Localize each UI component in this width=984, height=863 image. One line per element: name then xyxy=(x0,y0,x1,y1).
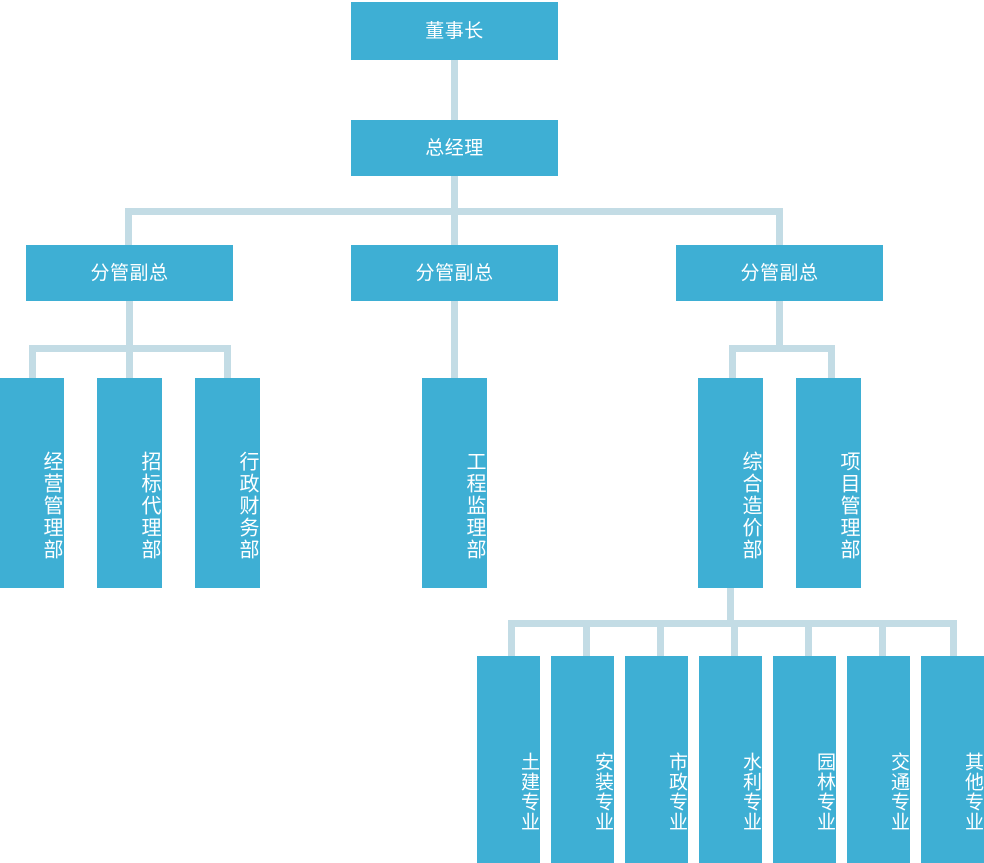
node-specialty-civil-construction-label: 土建专业 xyxy=(518,751,540,832)
node-vp-3[interactable]: 分管副总 xyxy=(676,245,883,301)
node-specialty-landscape[interactable]: 园林专业 xyxy=(773,656,836,863)
connector-drop-spec-5 xyxy=(805,620,812,656)
connector-drop-dept-6 xyxy=(828,345,835,378)
node-vp-1[interactable]: 分管副总 xyxy=(26,245,233,301)
node-general-manager-label: 总经理 xyxy=(425,136,484,159)
connector-drop-spec-2 xyxy=(583,620,590,656)
connector-drop-spec-4 xyxy=(731,620,738,656)
node-vp-2[interactable]: 分管副总 xyxy=(351,245,558,301)
node-dept-admin-finance[interactable]: 行政财务部 xyxy=(195,378,260,588)
node-specialty-installation[interactable]: 安装专业 xyxy=(551,656,614,863)
node-dept-comprehensive-cost[interactable]: 综合造价部 xyxy=(698,378,763,588)
node-specialty-municipal-label: 市政专业 xyxy=(666,751,688,832)
node-specialty-other[interactable]: 其他专业 xyxy=(921,656,984,863)
connector-drop-spec-3 xyxy=(657,620,664,656)
node-chairman-label: 董事长 xyxy=(425,19,484,42)
node-dept-comprehensive-cost-label: 综合造价部 xyxy=(739,451,763,561)
node-dept-operations-management-label: 经营管理部 xyxy=(40,451,64,561)
node-specialty-other-label: 其他专业 xyxy=(962,751,984,832)
connector-drop-vp-3 xyxy=(776,208,783,245)
node-dept-project-management-label: 项目管理部 xyxy=(837,451,861,561)
connector-drop-vp-2 xyxy=(451,208,458,245)
node-specialty-installation-label: 安装专业 xyxy=(592,751,614,832)
connector-drop-vp-1 xyxy=(125,208,132,245)
connector-gm-drop xyxy=(451,176,458,212)
node-dept-engineering-supervision-label: 工程监理部 xyxy=(463,451,487,561)
connector-drop-dept-1 xyxy=(29,345,36,378)
node-specialty-municipal[interactable]: 市政专业 xyxy=(625,656,688,863)
node-dept-project-management[interactable]: 项目管理部 xyxy=(796,378,861,588)
connector-drop-spec-6 xyxy=(879,620,886,656)
connector-chairman-to-gm xyxy=(451,60,458,120)
node-specialty-landscape-label: 园林专业 xyxy=(814,751,836,832)
connector-bus-vp-3-children xyxy=(729,345,835,352)
node-general-manager[interactable]: 总经理 xyxy=(351,120,558,176)
node-specialty-transportation-label: 交通专业 xyxy=(888,751,910,832)
node-dept-operations-management[interactable]: 经营管理部 xyxy=(0,378,64,588)
node-vp-1-label: 分管副总 xyxy=(90,261,169,284)
node-specialty-water-conservancy-label: 水利专业 xyxy=(740,751,762,832)
connector-drop-dept-5 xyxy=(729,345,736,378)
connector-drop-spec-1 xyxy=(508,620,515,656)
connector-drop-dept-3 xyxy=(224,345,231,378)
connector-dept-5-drop xyxy=(727,588,734,620)
connector-vp-2-drop xyxy=(451,301,458,378)
node-dept-bidding-agency-label: 招标代理部 xyxy=(138,451,162,561)
node-specialty-transportation[interactable]: 交通专业 xyxy=(847,656,910,863)
node-vp-3-label: 分管副总 xyxy=(740,261,819,284)
node-chairman[interactable]: 董事长 xyxy=(351,2,558,60)
node-specialty-water-conservancy[interactable]: 水利专业 xyxy=(699,656,762,863)
connector-drop-dept-2 xyxy=(126,345,133,378)
node-vp-2-label: 分管副总 xyxy=(415,261,494,284)
connector-drop-spec-7 xyxy=(950,620,957,656)
node-dept-engineering-supervision[interactable]: 工程监理部 xyxy=(422,378,487,588)
node-dept-admin-finance-label: 行政财务部 xyxy=(236,451,260,561)
node-dept-bidding-agency[interactable]: 招标代理部 xyxy=(97,378,162,588)
node-specialty-civil-construction[interactable]: 土建专业 xyxy=(477,656,540,863)
connector-vp-1-drop xyxy=(126,301,133,345)
connector-vp-3-drop xyxy=(776,301,783,345)
